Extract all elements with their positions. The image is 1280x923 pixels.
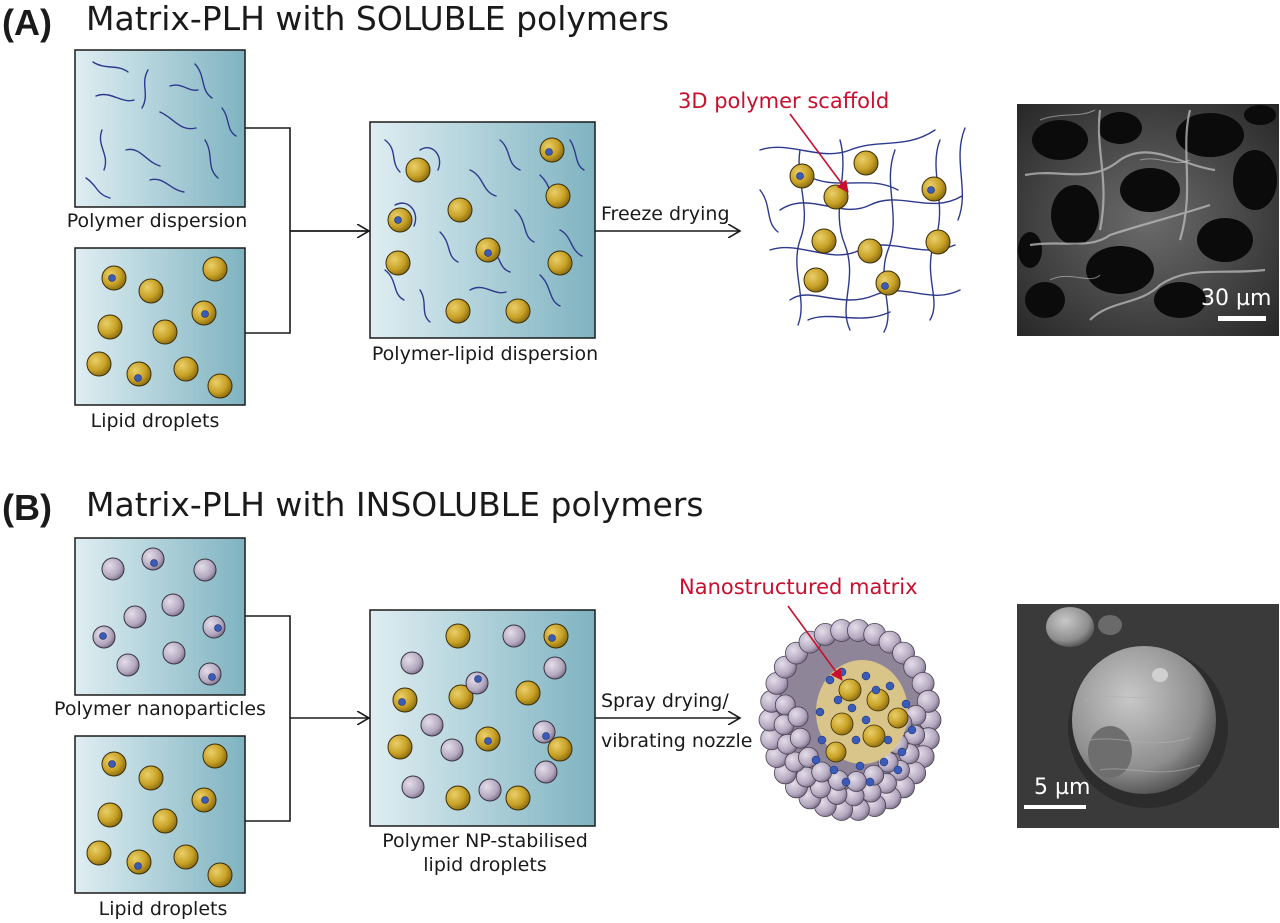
matrix-drug-dot	[818, 736, 826, 744]
matrix-drug-dot	[862, 672, 870, 680]
matrix-drug-dot	[812, 756, 820, 764]
matrix-drug-dot	[834, 696, 842, 704]
matrix-drug-dot	[852, 736, 860, 744]
panel-label-b: (B)	[2, 490, 52, 526]
title-b: Matrix-PLH with INSOLUBLE polymers	[86, 488, 704, 521]
caption-np-stabilised-line1: Polymer NP-stabilised	[382, 832, 588, 851]
title-a: Matrix-PLH with SOLUBLE polymers	[86, 2, 669, 35]
matrix-drug-dot	[856, 762, 864, 770]
matrix-drug-dot	[866, 778, 874, 786]
callout-3d-polymer-scaffold: 3D polymer scaffold	[678, 91, 889, 112]
matrix-drug-dot	[862, 716, 870, 724]
scale-label-b: 5 µm	[1034, 777, 1090, 799]
matrix-drug-dot	[872, 686, 880, 694]
shell-nanoparticle	[790, 728, 810, 748]
scaffold-droplets	[790, 151, 950, 295]
matrix-drug-dot	[880, 758, 888, 766]
matrix-drug-dot	[826, 676, 834, 684]
matrix-drug-dot	[894, 766, 902, 774]
scale-bar-b	[1024, 805, 1086, 809]
panel-label-a: (A)	[2, 5, 52, 41]
caption-np-stabilised-line2: lipid droplets	[423, 856, 546, 875]
process-spray-drying-line1: Spray drying/	[601, 692, 729, 711]
matrix-drug-dot	[838, 668, 846, 676]
caption-lipid-droplets-a: Lipid droplets	[91, 412, 220, 431]
matrix-drug-dot	[886, 682, 894, 690]
scale-label-a: 30 µm	[1201, 288, 1271, 310]
matrix-drug-dot	[898, 748, 906, 756]
callout-nanostructured-matrix: Nanostructured matrix	[679, 577, 918, 598]
scale-bar-a	[1218, 316, 1266, 321]
box-polymer-dispersion	[75, 50, 245, 207]
matrix-drug-dot	[848, 704, 856, 712]
process-spray-drying-line2: vibrating nozzle	[601, 732, 753, 751]
process-freeze-drying: Freeze drying	[601, 205, 730, 224]
shell-nanoparticle	[788, 707, 808, 727]
section-a	[75, 50, 1279, 405]
matrix-drug-dot	[830, 766, 838, 774]
caption-lipid-droplets-b: Lipid droplets	[99, 900, 228, 919]
matrix-drug-dot	[816, 708, 824, 716]
matrix-drug-dot	[842, 778, 850, 786]
caption-polymer-lipid-dispersion: Polymer-lipid dispersion	[372, 345, 598, 364]
caption-polymer-nanoparticles: Polymer nanoparticles	[54, 700, 266, 719]
caption-polymer-dispersion: Polymer dispersion	[67, 212, 248, 231]
matrix-drug-dot	[884, 736, 892, 744]
matrix-drug-dot	[908, 726, 916, 734]
matrix-drug-dot	[902, 700, 910, 708]
nanostructured-matrix-particle	[759, 620, 941, 821]
